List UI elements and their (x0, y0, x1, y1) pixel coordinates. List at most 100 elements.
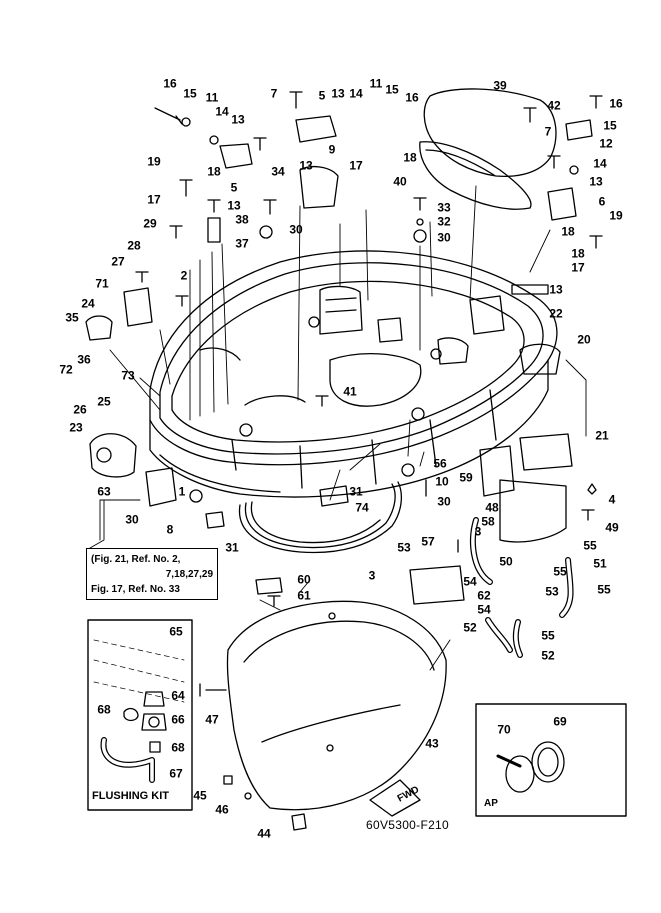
callout-label: 10 (435, 474, 449, 489)
callout-label: 31 (349, 484, 363, 499)
callout-label: 13 (227, 198, 241, 213)
callout-label: 65 (169, 624, 183, 639)
bottom-cowling (149, 250, 558, 498)
callout-label: 47 (205, 712, 219, 727)
callout-label: 38 (235, 212, 249, 227)
callout-label: 19 (609, 208, 623, 223)
callout-label: 27 (111, 254, 125, 269)
callout-label: 73 (121, 368, 135, 383)
callout-label: 55 (541, 628, 555, 643)
callout-label: 42 (547, 98, 561, 113)
callout-label: 52 (463, 620, 477, 635)
callout-label: 32 (437, 214, 451, 229)
callout-label: 54 (463, 574, 477, 589)
callout-label: 18 (207, 164, 221, 179)
callout-label: 18 (561, 224, 575, 239)
callout-label: 20 (577, 332, 591, 347)
callout-label: 62 (477, 588, 491, 603)
callout-label: 53 (545, 584, 559, 599)
callout-label: 14 (215, 104, 229, 119)
callout-label: 59 (459, 470, 473, 485)
callout-label: 36 (77, 352, 91, 367)
callout-label: 69 (553, 714, 567, 729)
callout-label: 56 (433, 456, 447, 471)
callout-label: 24 (81, 296, 95, 311)
callout-label: 4 (608, 492, 616, 507)
callout-label: 66 (171, 712, 185, 727)
callout-label: 15 (385, 82, 399, 97)
callout-label: 45 (193, 788, 207, 803)
seal-and-gasket (238, 481, 403, 554)
callout-label: 55 (583, 538, 597, 553)
callout-label: 61 (297, 588, 311, 603)
brackets (85, 115, 593, 831)
callout-label: 40 (393, 174, 407, 189)
callout-label: 67 (169, 766, 183, 781)
callout-label: 30 (125, 512, 139, 527)
callout-label: 55 (597, 582, 611, 597)
callout-label: 51 (593, 556, 607, 571)
fasteners (135, 91, 603, 800)
callout-label: 30 (289, 222, 303, 237)
callout-label: 68 (97, 702, 111, 717)
callout-label: 41 (343, 384, 357, 399)
callout-label: 48 (485, 500, 499, 515)
callout-label: 18 (571, 246, 585, 261)
callout-label: 23 (69, 420, 83, 435)
callout-label: 13 (299, 158, 313, 173)
callout-label: 30 (437, 230, 451, 245)
callout-label: 18 (403, 150, 417, 165)
callout-label: 55 (553, 564, 567, 579)
callout-label: 13 (549, 282, 563, 297)
callout-label: 7 (544, 124, 552, 139)
leader-lines (99, 185, 587, 671)
callout-label: 11 (369, 76, 383, 91)
ap-label: AP (484, 798, 498, 809)
callout-label: 17 (571, 260, 585, 275)
note-line: (Fig. 21, Ref. No. 2, (91, 554, 181, 565)
callout-label: 13 (589, 174, 603, 189)
callout-label: 68 (171, 740, 185, 755)
callout-label: 16 (163, 76, 177, 91)
callout-label: 50 (499, 554, 513, 569)
callout-label: 19 (147, 154, 161, 169)
callout-label: 46 (215, 802, 229, 817)
callout-label: 60 (297, 572, 311, 587)
callout-label: 37 (235, 236, 249, 251)
callout-label: 22 (549, 306, 563, 321)
callout-label: 34 (271, 164, 285, 179)
callout-label: 8 (166, 522, 174, 537)
callout-label: 13 (231, 112, 245, 127)
callout-label: 25 (97, 394, 111, 409)
callout-label: 17 (349, 158, 363, 173)
callout-label: 14 (349, 86, 363, 101)
callout-label: 31 (225, 540, 239, 555)
callout-label: 14 (593, 156, 607, 171)
callout-label: 7 (270, 86, 278, 101)
reference-note: (Fig. 21, Ref. No. 2, 7,18,27,29 Fig. 17… (86, 548, 218, 600)
diagram-code: 60V5300-F210 (366, 818, 449, 832)
callout-label: 57 (421, 534, 435, 549)
callout-label: 39 (493, 78, 507, 93)
callout-label: 5 (230, 180, 238, 195)
callout-label: 43 (425, 736, 439, 751)
callout-label: 16 (609, 96, 623, 111)
callout-label: 3 (368, 568, 376, 583)
callout-label: 33 (437, 200, 451, 215)
callout-label: 54 (477, 602, 491, 617)
callout-label: 1 (178, 484, 186, 499)
note-line: 7,18,27,29 (165, 569, 213, 580)
callout-label: 71 (95, 276, 109, 291)
callout-label: 52 (541, 648, 555, 663)
note-leader (89, 499, 105, 549)
note-line: Fig. 17, Ref. No. 33 (91, 584, 180, 595)
callout-label: 17 (147, 192, 161, 207)
callout-label: 3 (474, 524, 482, 539)
callout-label: 15 (603, 118, 617, 133)
callout-label: 5 (318, 88, 326, 103)
callout-label: 28 (127, 238, 141, 253)
callout-label: 2 (180, 268, 188, 283)
callout-label: 63 (97, 484, 111, 499)
callout-label: 9 (328, 142, 336, 157)
